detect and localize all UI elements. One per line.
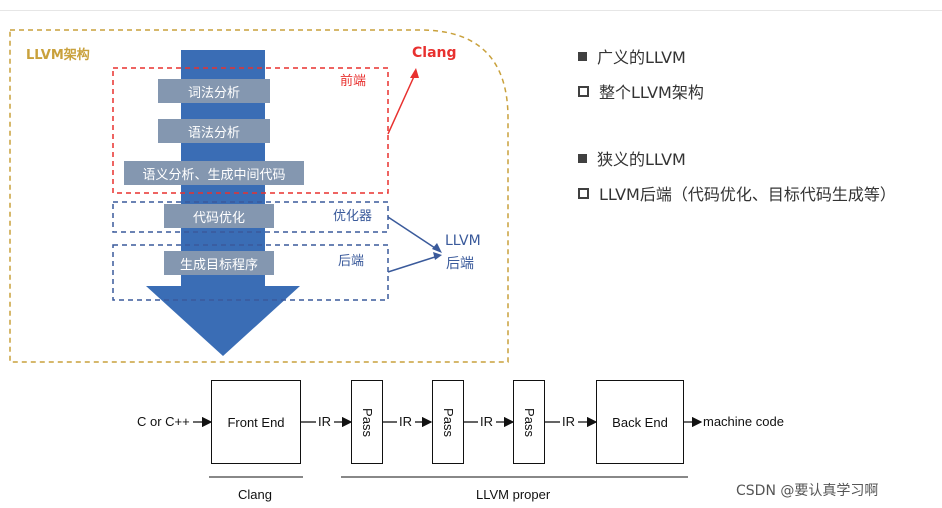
- architecture-border: [9, 29, 509, 363]
- ir-label: IR: [318, 414, 331, 429]
- pipeline-output: machine code: [703, 414, 784, 429]
- backend-box: [112, 244, 389, 301]
- pipeline-input: C or C++: [137, 414, 190, 429]
- top-divider: [0, 10, 942, 11]
- llvm-proper-group-label: LLVM proper: [476, 487, 551, 502]
- architecture-title: LLVM架构: [26, 48, 90, 63]
- stage-syntax: 语法分析: [158, 119, 270, 143]
- frontend-box: [112, 67, 389, 194]
- ir-label: IR: [480, 414, 493, 429]
- stage-semantic: 语义分析、生成中间代码: [124, 161, 304, 185]
- bullet-broad-llvm: 广义的LLVM: [578, 44, 686, 68]
- ir-label: IR: [562, 414, 575, 429]
- bullet-llvm-backend: LLVM后端（代码优化、目标代码生成等）: [578, 181, 896, 205]
- optimizer-label: 优化器: [333, 209, 373, 224]
- llvm-backend-label-1: LLVM: [445, 233, 481, 249]
- front-end-box: Front End: [211, 380, 301, 464]
- llvm-backend-label-2: 后端: [446, 256, 474, 272]
- clang-arrow: [387, 71, 417, 135]
- stage-optimize: 代码优化: [164, 204, 274, 228]
- pass-box-3: Pass: [513, 380, 545, 464]
- pipeline-arrows: [193, 416, 703, 478]
- bullet-square-outline-icon: [578, 187, 589, 199]
- clang-group-label: Clang: [238, 487, 272, 502]
- frontend-label: 前端: [340, 74, 367, 89]
- pass-box-2: Pass: [432, 380, 464, 464]
- flow-arrow-head: [146, 286, 300, 356]
- watermark: CSDN @要认真学习啊: [736, 483, 879, 499]
- bullet-whole-architecture: 整个LLVM架构: [578, 79, 704, 103]
- bullet-square-outline-icon: [578, 85, 589, 97]
- backend-label: 后端: [338, 254, 365, 269]
- backend-arrow: [387, 255, 439, 273]
- stage-codegen: 生成目标程序: [164, 251, 274, 275]
- bullet-square-icon: [578, 153, 587, 163]
- bullet-square-icon: [578, 51, 587, 61]
- back-end-box: Back End: [596, 380, 684, 464]
- bullet-narrow-llvm: 狭义的LLVM: [578, 146, 686, 170]
- optimizer-arrow: [387, 216, 439, 251]
- stage-lexical: 词法分析: [158, 79, 270, 103]
- pass-box-1: Pass: [351, 380, 383, 464]
- ir-label: IR: [399, 414, 412, 429]
- clang-label: Clang: [412, 45, 457, 61]
